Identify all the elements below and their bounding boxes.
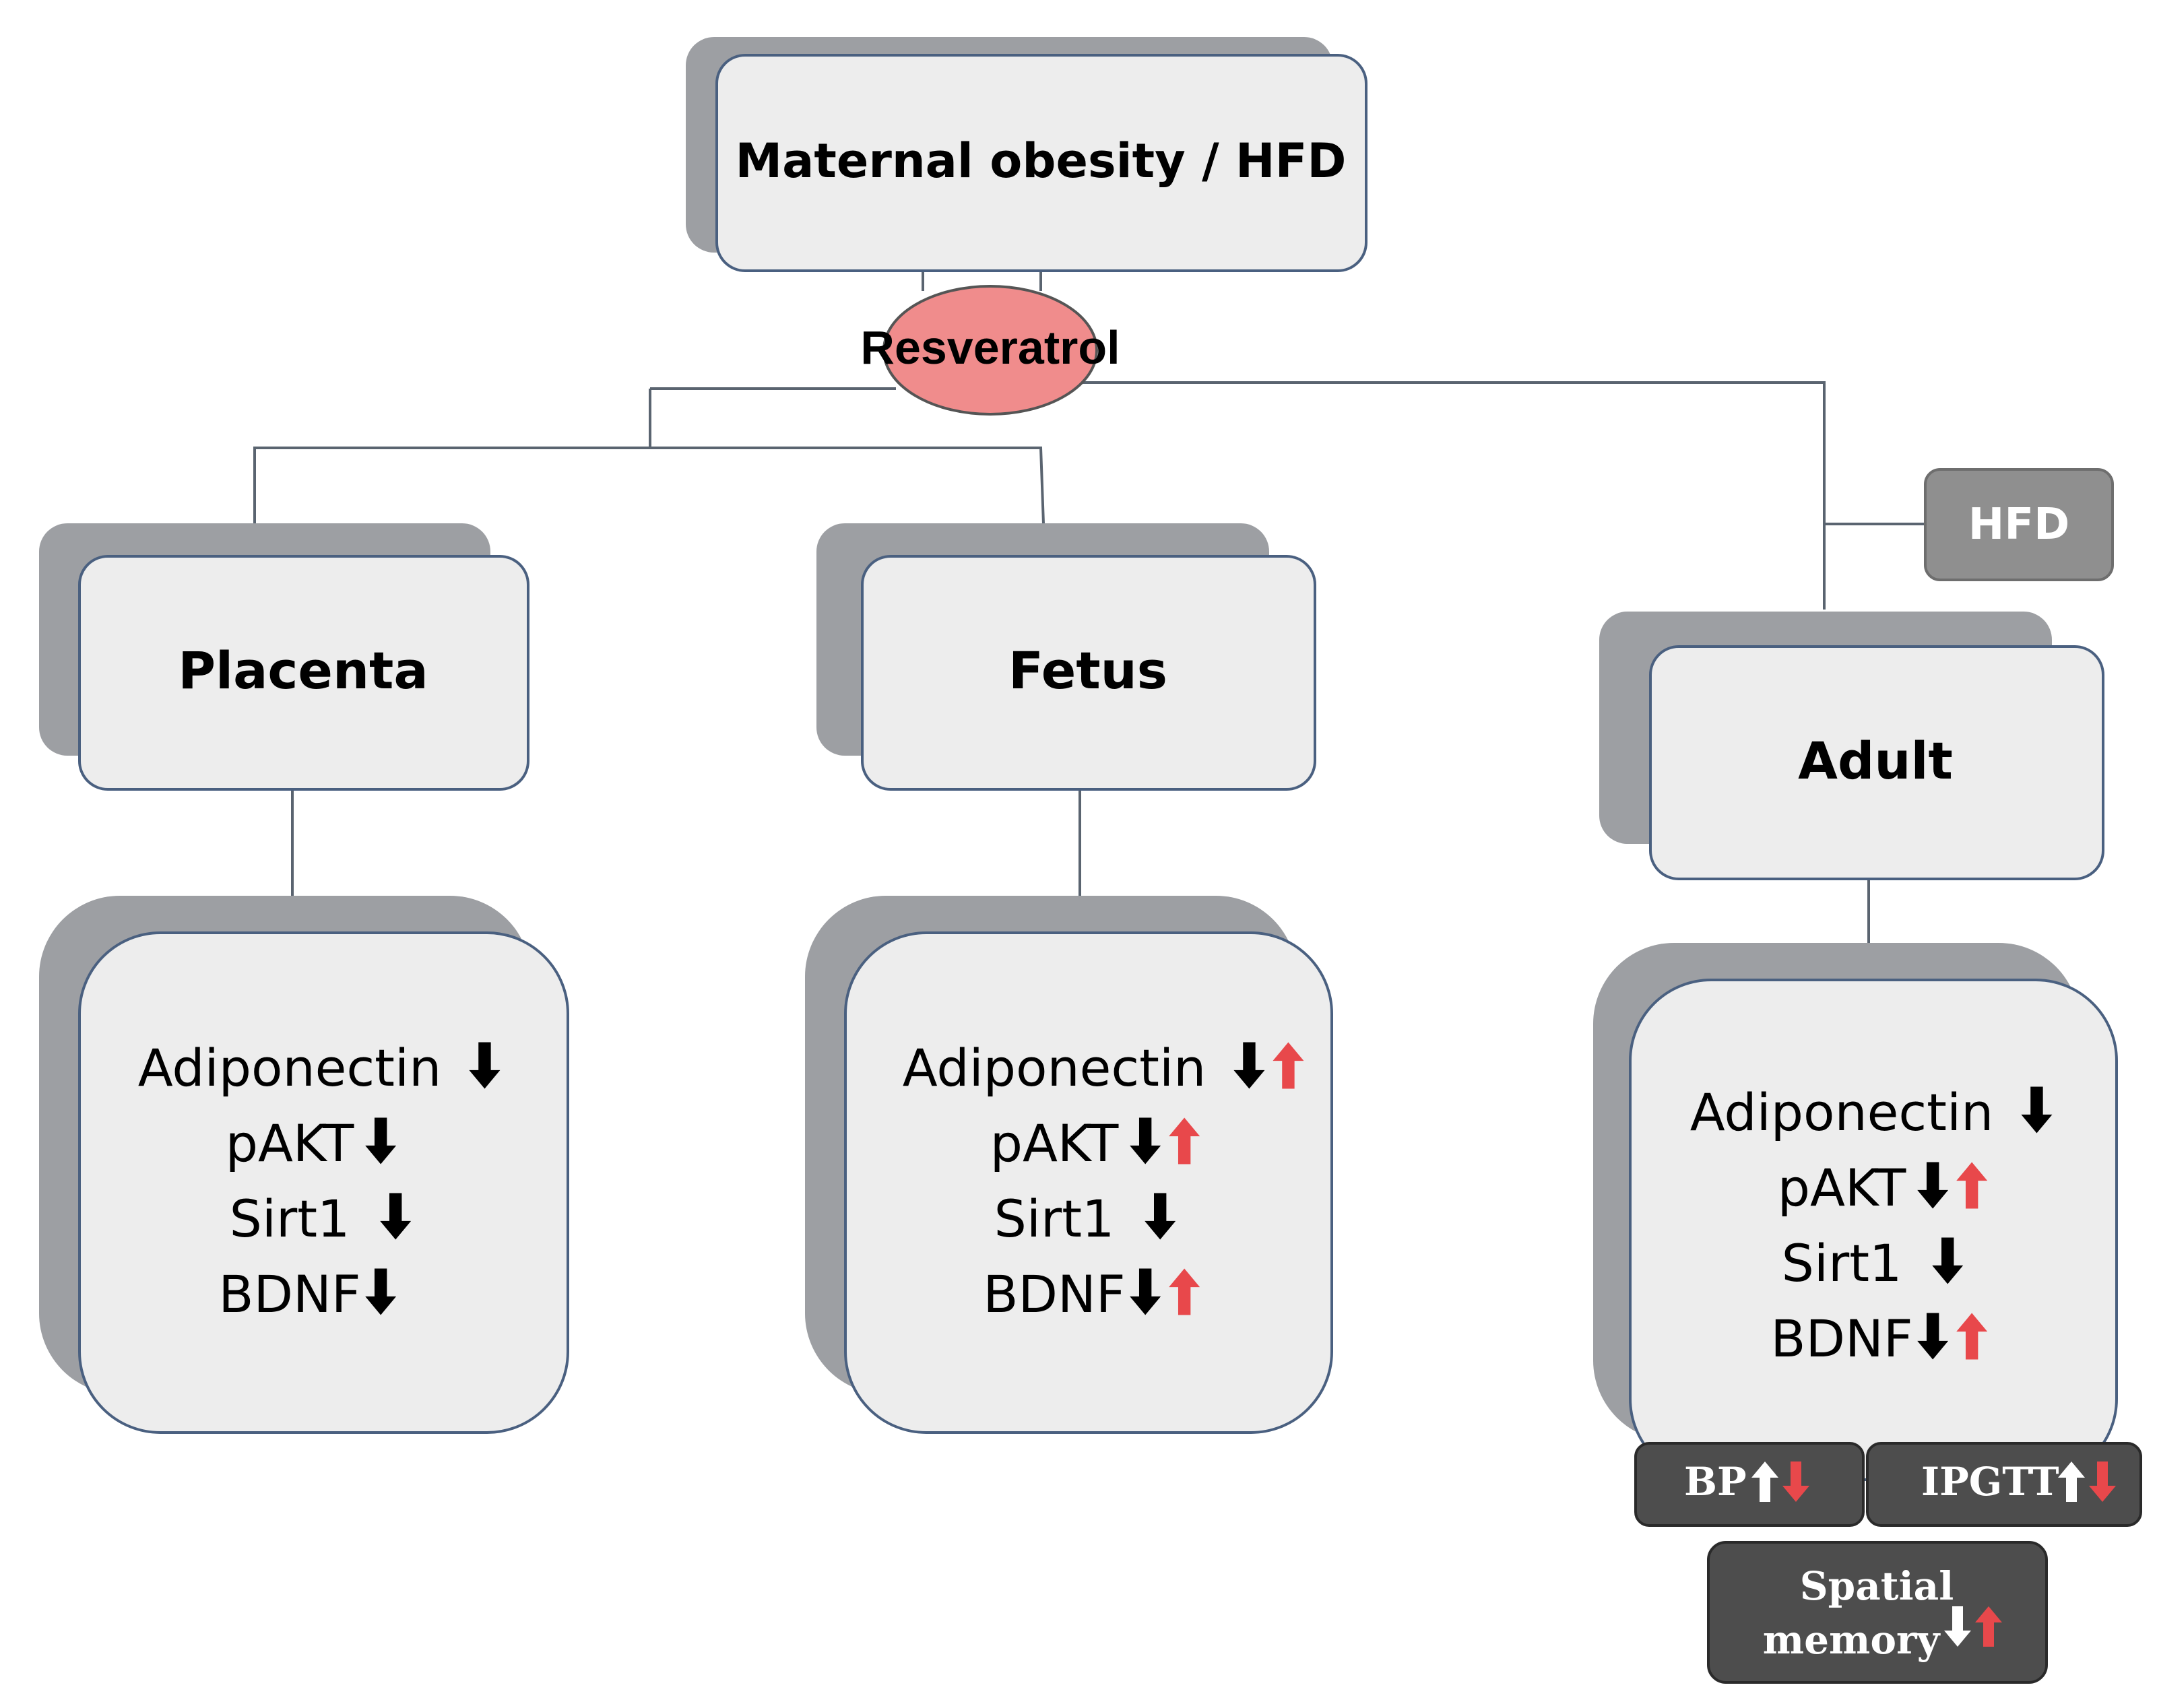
fetus-box: Fetus [816, 523, 1316, 791]
resveratrol-label: Resveratrol [860, 321, 1120, 374]
marker-label-sirt1: Sirt1 [1782, 1233, 1902, 1293]
placenta-box: Placenta [39, 523, 529, 791]
ipgtt-outcome-box: IPGTT [1866, 1442, 2142, 1527]
adult-box: Adult [1599, 612, 2104, 880]
marker-label-sirt1: Sirt1 [230, 1189, 350, 1249]
marker-label-pakt: pAKT [990, 1113, 1119, 1173]
ipgtt-label: IPGTT [1921, 1459, 2059, 1505]
fetus-label: Fetus [1008, 640, 1167, 700]
adult-label: Adult [1798, 731, 1953, 791]
marker-label-pakt: pAKT [226, 1113, 354, 1173]
placenta-label: Placenta [178, 640, 428, 700]
hfd-side-box: HFD [1924, 468, 2114, 581]
hfd-side-label: HFD [1968, 500, 2069, 550]
bp-label: BP [1684, 1459, 1747, 1505]
marker-label-adiponectin: Adiponectin [903, 1038, 1206, 1098]
marker-label-adiponectin: Adiponectin [1690, 1082, 1994, 1142]
marker-label-pakt: pAKT [1778, 1158, 1906, 1218]
marker-label-sirt1: Sirt1 [994, 1189, 1115, 1249]
resveratrol-node: Resveratrol [860, 285, 1120, 416]
connector-lines [253, 271, 1925, 1480]
maternal-obesity-box: Maternal obesity / HFD [686, 37, 1367, 272]
bp-outcome-box: BP [1634, 1442, 1865, 1527]
maternal-obesity-label: Maternal obesity / HFD [735, 133, 1346, 189]
spatial-memory-label-line2: memory [1763, 1617, 1941, 1663]
spatial-memory-label-line1: Spatial [1800, 1563, 1954, 1609]
marker-label-bdnf: BDNF [1770, 1309, 1912, 1369]
marker-label-bdnf: BDNF [983, 1264, 1125, 1324]
marker-label-bdnf: BDNF [218, 1264, 360, 1324]
spatial-memory-outcome-box: Spatial memory [1707, 1541, 2048, 1684]
marker-label-adiponectin: Adiponectin [138, 1038, 442, 1098]
